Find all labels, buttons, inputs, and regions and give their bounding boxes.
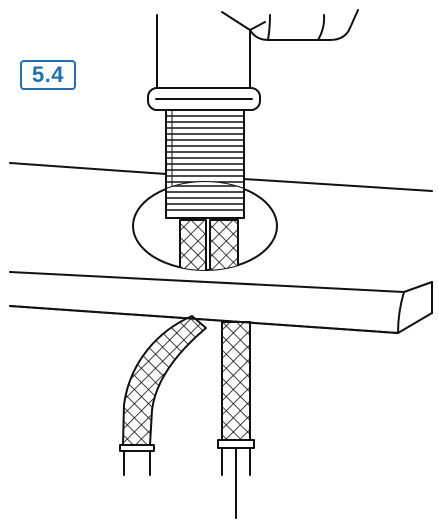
shank-through-hole	[165, 182, 245, 270]
right-braided-hose	[217, 321, 255, 519]
left-braided-hose	[119, 315, 207, 476]
countertop-top-surface	[9, 162, 433, 192]
faucet-body	[156, 9, 359, 89]
mounting-collar	[147, 87, 261, 111]
step-number-label: 5.4	[31, 62, 65, 87]
step-number-badge: 5.4	[20, 60, 76, 90]
countertop-underside-edge	[9, 305, 399, 334]
